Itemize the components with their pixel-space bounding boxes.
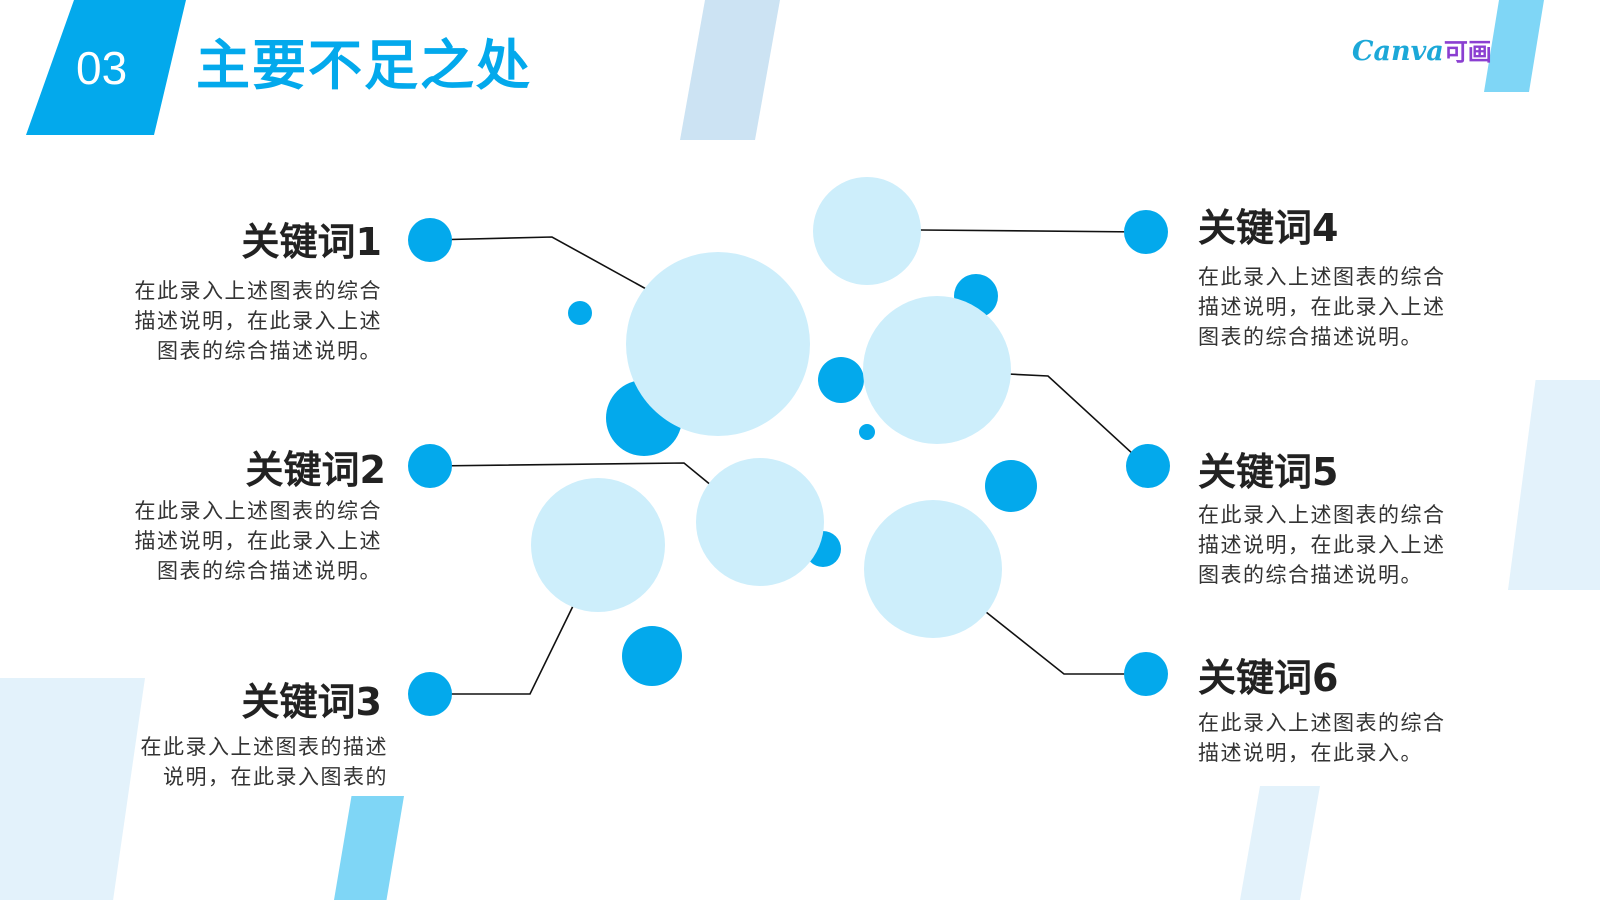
keyword-2-desc-line: 在此录入上述图表的综合 [134, 499, 382, 523]
bubble-large-center [626, 252, 810, 436]
keyword-1-description: 在此录入上述图表的综合 描述说明，在此录入上述 图表的综合描述说明。 [92, 276, 382, 366]
brand-logo: Canva可画 [1352, 32, 1492, 72]
keyword-4-desc-line: 图表的综合描述说明。 [1198, 325, 1423, 349]
keyword-5-desc-line: 描述说明，在此录入上述 [1198, 533, 1446, 557]
keyword-6-desc-line: 描述说明，在此录入。 [1198, 741, 1423, 765]
keyword-5-title: 关键词5 [1198, 450, 1339, 494]
connector-line-3 [430, 605, 574, 695]
connector-line-5 [1007, 373, 1147, 467]
keyword-5-desc-line: 图表的综合描述说明。 [1198, 563, 1423, 587]
keyword-1-title: 关键词1 [241, 220, 382, 264]
keyword-5-desc-line: 在此录入上述图表的综合 [1198, 503, 1446, 527]
dot-right-mid [985, 460, 1037, 512]
keyword-3-desc-line: 在此录入上述图表的描述 [140, 735, 388, 759]
keyword-6-description: 在此录入上述图表的综合 描述说明，在此录入。 [1198, 708, 1488, 768]
keyword-4-description: 在此录入上述图表的综合 描述说明，在此录入上述 图表的综合描述说明。 [1198, 262, 1488, 352]
keyword-4-desc-line: 在此录入上述图表的综合 [1198, 265, 1446, 289]
keyword-3-description: 在此录入上述图表的描述 说明，在此录入图表的 [98, 732, 388, 792]
keyword-5-description: 在此录入上述图表的综合 描述说明，在此录入上述 图表的综合描述说明。 [1198, 500, 1488, 590]
bubble-right-low [864, 500, 1002, 638]
brand-logo-cn: 可画 [1443, 38, 1492, 66]
bubble-left-low [531, 478, 665, 612]
anchor-dot-1 [408, 218, 452, 262]
connector-line-4 [919, 229, 1146, 233]
brand-logo-latin: Canva [1352, 36, 1444, 67]
keyword-1-desc-line: 图表的综合描述说明。 [157, 339, 382, 363]
dot-tiny-center [859, 424, 875, 440]
keyword-6-title: 关键词6 [1198, 656, 1339, 700]
keyword-4-desc-line: 描述说明，在此录入上述 [1198, 295, 1446, 319]
bubble-top-right [813, 177, 921, 285]
keyword-2-desc-line: 图表的综合描述说明。 [157, 559, 382, 583]
page-title: 主要不足之处 [196, 34, 532, 97]
anchor-dot-5 [1126, 444, 1170, 488]
keyword-3-desc-line: 说明，在此录入图表的 [163, 765, 388, 789]
dot-small-1 [568, 301, 592, 325]
anchor-dot-2 [408, 444, 452, 488]
anchor-dot-6 [1124, 652, 1168, 696]
keyword-2-description: 在此录入上述图表的综合 描述说明，在此录入上述 图表的综合描述说明。 [92, 496, 382, 586]
keyword-2-desc-line: 描述说明，在此录入上述 [134, 529, 382, 553]
section-number: 03 [76, 42, 128, 94]
dot-bottom [622, 626, 682, 686]
connector-line-6 [985, 611, 1146, 675]
keyword-2-title: 关键词2 [245, 448, 386, 492]
keyword-1-desc-line: 在此录入上述图表的综合 [134, 279, 382, 303]
connector-line-1 [429, 236, 649, 291]
keyword-4-title: 关键词4 [1198, 206, 1339, 250]
bubble-right [863, 296, 1011, 444]
bubble-center-low [696, 458, 824, 586]
keyword-3-title: 关键词3 [241, 680, 382, 724]
keyword-6-desc-line: 在此录入上述图表的综合 [1198, 711, 1446, 735]
anchor-dot-4 [1124, 210, 1168, 254]
dot-center [818, 357, 864, 403]
keyword-1-desc-line: 描述说明，在此录入上述 [134, 309, 382, 333]
anchor-dot-3 [408, 672, 452, 716]
connector-line-2 [429, 462, 713, 487]
